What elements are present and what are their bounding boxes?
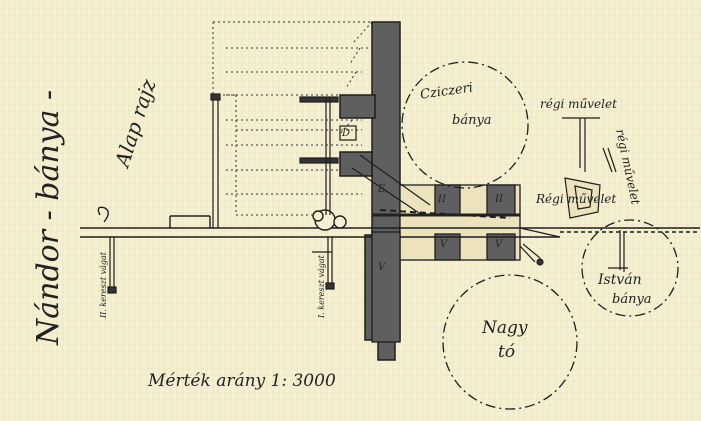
dotted-outline [212, 21, 373, 216]
istvan-circle [581, 219, 679, 317]
gallery-block [371, 184, 521, 343]
cziczeri-banya-label: bánya [452, 113, 492, 128]
to-label: tó [498, 342, 515, 362]
main-adit [80, 206, 700, 238]
istvan-banya-label: bánya [612, 292, 652, 307]
cziczeri-circle [401, 61, 529, 189]
regi-muvelet-3-label: Régi művelet [535, 192, 616, 206]
svg-text:V: V [440, 239, 449, 250]
svg-text:II: II [437, 194, 447, 205]
svg-text:V: V [378, 262, 387, 273]
vertical-drifts [107, 93, 544, 294]
svg-text:D: D [341, 128, 350, 139]
regi-muvelet-1-label: régi művelet [540, 97, 617, 111]
old-workings [562, 117, 628, 272]
gallery-letters: E II II V V V D [341, 128, 504, 273]
nagy-to-circle [442, 274, 578, 410]
scale-label: Mérték arány 1: 3000 [147, 371, 336, 391]
keresztvagat-2-label: II. kereszt vágat [99, 251, 108, 319]
nagy-label: Nagy [481, 318, 528, 338]
cziczeri-label: Cziczeri [419, 80, 474, 102]
side-chambers [299, 96, 357, 164]
svg-text:II: II [494, 194, 504, 205]
keresztvagat-1-label: I. kereszt vágat [317, 254, 326, 319]
svg-text:E: E [377, 184, 386, 195]
title-label: Nándor - bánya - [31, 90, 66, 346]
svg-text:V: V [495, 239, 504, 250]
istvan-label: István [597, 272, 642, 288]
diagonal-drifts [351, 154, 431, 216]
boundary-circles [401, 61, 679, 410]
